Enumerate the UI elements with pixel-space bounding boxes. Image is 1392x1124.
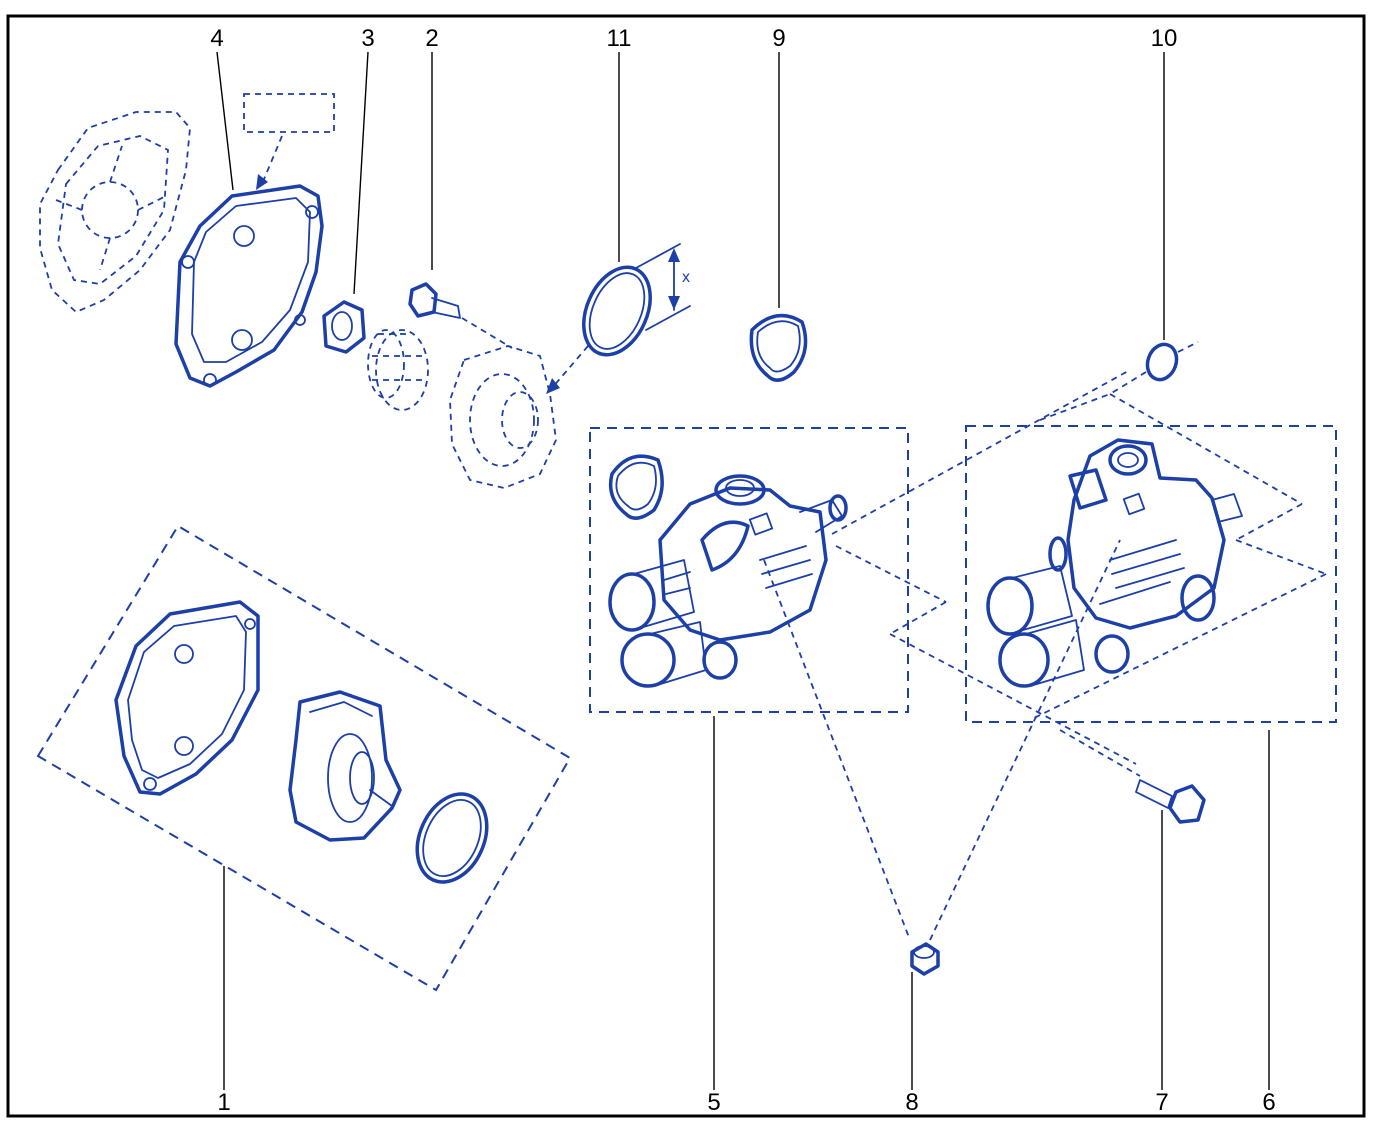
callout-1: 1 — [217, 1089, 230, 1116]
plug — [763, 539, 1121, 976]
thermostat-housing-a — [589, 427, 909, 713]
arrow-head — [546, 378, 560, 394]
callout-3: 3 — [361, 25, 374, 52]
diagram-frame — [6, 14, 1366, 1118]
callout-9: 9 — [772, 25, 785, 52]
callout-7: 7 — [1155, 1089, 1168, 1116]
callout-2: 2 — [425, 25, 438, 52]
o-ring-small — [1109, 341, 1199, 395]
reference-box — [243, 93, 335, 133]
callout-5: 5 — [707, 1089, 720, 1116]
pump-gasket — [174, 184, 324, 388]
callout-6: 6 — [1262, 1089, 1275, 1116]
callout-4: 4 — [210, 25, 223, 52]
reference-arrow — [261, 135, 283, 185]
callout-11: 11 — [607, 25, 632, 52]
thermostat-housing-b — [965, 425, 1337, 723]
bolt — [408, 282, 513, 349]
o-ring-arrow — [551, 345, 589, 389]
callout-8: 8 — [905, 1089, 918, 1116]
o-ring-large: x — [582, 243, 691, 357]
housing-seal — [749, 313, 808, 382]
engine-cover-phantom — [39, 111, 191, 314]
projection-lines — [831, 369, 1327, 765]
water-pump-kit — [36, 524, 572, 992]
callout-10: 10 — [1151, 25, 1178, 52]
housing-bolt — [1059, 729, 1206, 824]
gear-phantom — [367, 329, 429, 411]
dimension-x-label: x — [682, 269, 690, 286]
nut — [322, 300, 366, 354]
arrow-head — [256, 174, 268, 190]
leader-lines — [216, 51, 1270, 1090]
pump-body-phantom — [449, 345, 557, 489]
